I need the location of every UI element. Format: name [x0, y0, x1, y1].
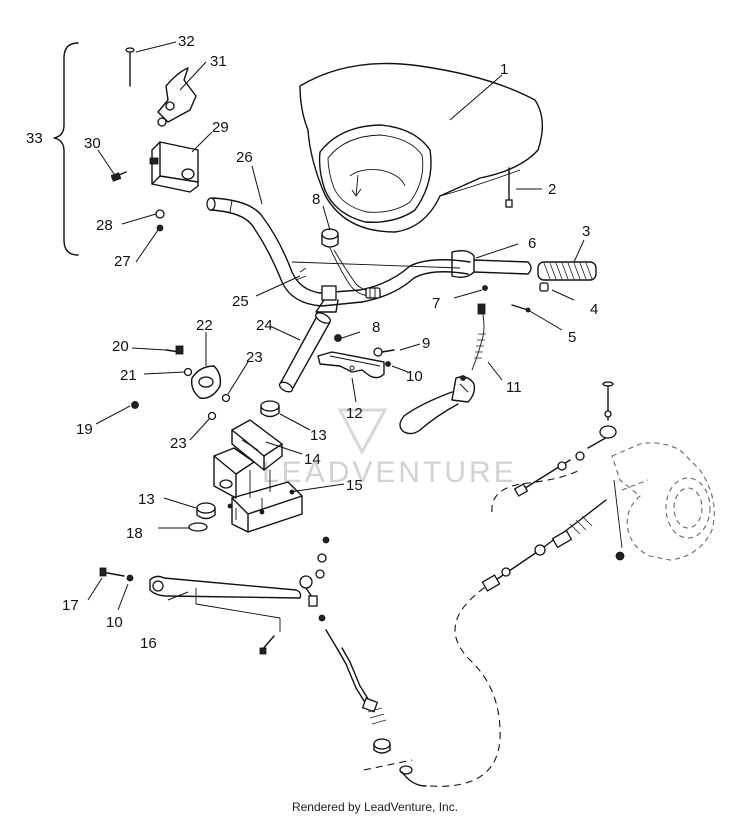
callout-2: 2	[548, 181, 556, 198]
bar-clamp	[365, 287, 381, 299]
nut-19	[131, 401, 139, 409]
pivot-plate	[190, 365, 222, 399]
callout-27: 27	[114, 253, 131, 270]
pin-32	[125, 47, 135, 87]
callout-8a: 8	[312, 191, 320, 208]
callout-33: 33	[26, 130, 43, 147]
grip-end-cap-4	[539, 282, 549, 292]
handlebar	[206, 197, 471, 307]
control-cable-lower	[325, 629, 427, 787]
callout-23b: 23	[170, 435, 187, 452]
cable-right-upper	[513, 381, 617, 497]
bushing-13-lower	[196, 502, 216, 520]
washer-10-upper	[385, 361, 391, 367]
callout-22: 22	[196, 317, 213, 334]
carburetor-outline	[611, 442, 715, 561]
callout-20: 20	[112, 338, 129, 355]
throttle-wire	[291, 261, 461, 269]
callout-18: 18	[126, 525, 143, 542]
footer-credit: Rendered by LeadVenture, Inc.	[291, 800, 459, 814]
nut-27	[156, 224, 164, 232]
callout-5: 5	[568, 329, 576, 346]
callout-4: 4	[590, 301, 598, 318]
cable-right-lower	[481, 499, 607, 592]
cable-route	[429, 583, 501, 787]
callout-6: 6	[528, 235, 536, 252]
callout-15: 15	[346, 477, 363, 494]
callout-10a: 10	[406, 368, 423, 385]
group-bracket	[53, 42, 79, 256]
callout-13a: 13	[310, 427, 327, 444]
callout-11: 11	[506, 379, 522, 396]
washer-10-lower	[126, 574, 134, 582]
callout-19: 19	[76, 421, 93, 438]
callout-29: 29	[212, 119, 229, 136]
callout-21: 21	[120, 367, 137, 384]
bolt-lower	[259, 635, 275, 655]
bracket-31	[157, 67, 197, 127]
mounting-bracket	[227, 470, 303, 533]
washer-28	[155, 209, 165, 219]
nut-8-lower	[334, 334, 342, 342]
leader-lines	[87, 41, 585, 611]
throttle-housing	[451, 249, 532, 279]
screw-30	[110, 171, 127, 182]
tether-switch	[399, 303, 486, 435]
callout-31: 31	[210, 53, 227, 70]
callout-10b: 10	[106, 614, 123, 631]
switch-bracket	[317, 351, 385, 379]
screw-5	[511, 304, 531, 313]
hand-grip	[537, 261, 597, 281]
washer-21	[183, 367, 193, 377]
screw-2	[505, 167, 513, 208]
washer-23-upper	[221, 393, 231, 403]
callouts: 1 2 3 4 5 6 7 8 8 9 10 10 11 12 13 13 14…	[26, 33, 598, 652]
callout-13b: 13	[138, 491, 155, 508]
bolt-17	[99, 567, 125, 577]
callout-24: 24	[256, 317, 273, 334]
callout-7: 7	[432, 295, 440, 312]
callout-1: 1	[500, 61, 508, 78]
callout-26: 26	[236, 149, 253, 166]
callout-9: 9	[422, 335, 430, 352]
steering-arm	[149, 575, 302, 632]
washer-23-lower	[207, 411, 217, 421]
screw-7	[482, 285, 488, 291]
bushing-13-upper	[260, 400, 280, 418]
callout-32: 32	[178, 33, 195, 50]
callout-25: 25	[232, 293, 249, 310]
steering-column	[278, 285, 339, 393]
callout-14: 14	[304, 451, 321, 468]
callout-17: 17	[62, 597, 79, 614]
washer-18	[188, 522, 208, 532]
watermark: LEADVENTURE	[262, 408, 517, 489]
callout-23a: 23	[246, 349, 263, 366]
pitman-arm	[213, 419, 283, 499]
handlebar-pad	[299, 62, 543, 233]
callout-28: 28	[96, 217, 113, 234]
watermark-text: LEADVENTURE	[262, 456, 517, 489]
screw-9	[373, 347, 395, 357]
callout-30: 30	[84, 135, 101, 152]
clamp-block	[149, 141, 199, 193]
callout-16: 16	[140, 635, 157, 652]
callout-12: 12	[346, 405, 363, 422]
callout-8b: 8	[372, 319, 380, 336]
tie-rod-end	[299, 536, 330, 622]
bolt-20	[165, 345, 184, 355]
callout-3: 3	[582, 223, 590, 240]
